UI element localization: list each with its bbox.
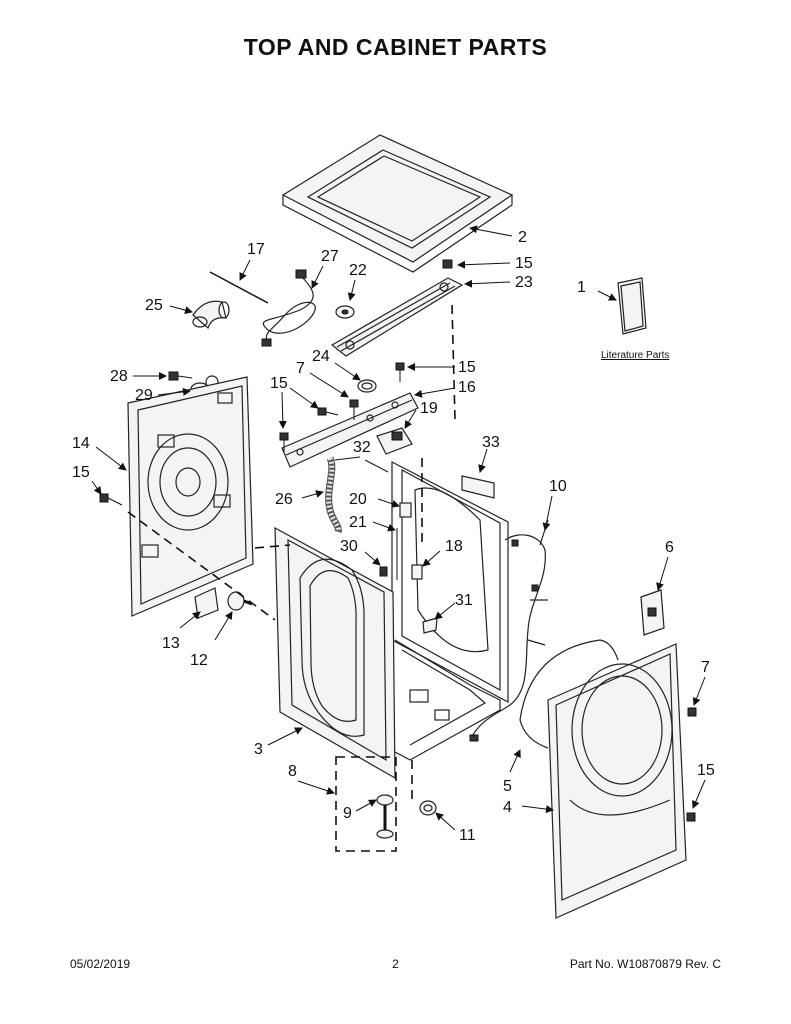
leveling-leg [335, 756, 397, 852]
page-title: TOP AND CABINET PARTS [243, 34, 548, 60]
rod [209, 271, 269, 304]
top-right-bracket [461, 475, 495, 499]
grommet-ring [357, 379, 377, 393]
callout-26: 26 [275, 491, 293, 508]
side-panel [274, 526, 396, 780]
callout-8: 8 [288, 763, 297, 780]
callout-6: 6 [665, 539, 674, 556]
callout-13: 13 [162, 635, 180, 652]
leader-lines [91, 225, 706, 831]
callout-28: 28 [110, 368, 128, 385]
callout-15: 15 [697, 762, 715, 779]
footer-page-number: 2 [392, 957, 399, 971]
small-interior-parts [396, 502, 438, 634]
callout-22: 22 [349, 262, 367, 279]
callout-27: 27 [321, 248, 339, 265]
callout-14: 14 [72, 435, 90, 452]
callout-33: 33 [482, 434, 500, 451]
callout-15: 15 [270, 375, 288, 392]
small-clip [335, 305, 355, 319]
footer-part-number: Part No. W10870879 Rev. C [569, 957, 721, 971]
footer-date: 05/02/2019 [70, 957, 131, 971]
callout-15: 15 [72, 464, 90, 481]
callout-3: 3 [254, 741, 263, 758]
callout-15: 15 [458, 359, 476, 376]
callout-30: 30 [340, 538, 358, 555]
control-bracket [281, 392, 419, 468]
corrugated-drain-hose [325, 456, 342, 534]
literature-parts-label: Literature Parts [601, 350, 669, 361]
callout-29: 29 [135, 387, 153, 404]
door-seal-wire [519, 639, 619, 749]
callout-5: 5 [503, 778, 512, 795]
door-lock [640, 589, 665, 636]
callout-19: 19 [420, 400, 438, 417]
callout-7: 7 [701, 659, 710, 676]
callout-32: 32 [353, 439, 371, 456]
callout-18: 18 [445, 538, 463, 555]
callout-20: 20 [349, 491, 367, 508]
callout-25: 25 [145, 297, 163, 314]
callout-7: 7 [296, 360, 305, 377]
base-pan [394, 639, 501, 761]
screws-bracket [279, 362, 405, 452]
top-panel [281, 134, 514, 273]
callouts: 2 15 23 1 Literature Parts 17 27 22 25 2… [72, 229, 715, 844]
screw-rear-left [99, 493, 123, 506]
small-module [376, 427, 413, 455]
assembly-dash-lines [127, 304, 456, 800]
callout-15: 15 [515, 255, 533, 272]
callout-21: 21 [349, 514, 367, 531]
callout-9: 9 [343, 805, 352, 822]
callout-23: 23 [515, 274, 533, 291]
rear-panel [127, 376, 254, 617]
callout-16: 16 [458, 379, 476, 396]
literature-booklet [617, 277, 647, 335]
callout-1: 1 [577, 279, 586, 296]
screws-front [379, 566, 697, 822]
callout-11: 11 [459, 827, 476, 844]
top-rail-bracket [330, 259, 464, 357]
cabinet-rear-frame [391, 461, 509, 704]
front-panel [547, 643, 687, 919]
foot-cap [419, 800, 437, 816]
callout-2: 2 [518, 229, 527, 246]
rear-valve [227, 591, 253, 611]
callout-17: 17 [247, 241, 265, 258]
power-cord [261, 269, 316, 347]
hose-elbow [192, 300, 230, 330]
callout-4: 4 [503, 799, 512, 816]
callout-24: 24 [312, 348, 330, 365]
callout-10: 10 [549, 478, 567, 495]
callout-31: 31 [455, 592, 473, 609]
rear-bracket [194, 587, 219, 619]
callout-12: 12 [190, 652, 208, 669]
